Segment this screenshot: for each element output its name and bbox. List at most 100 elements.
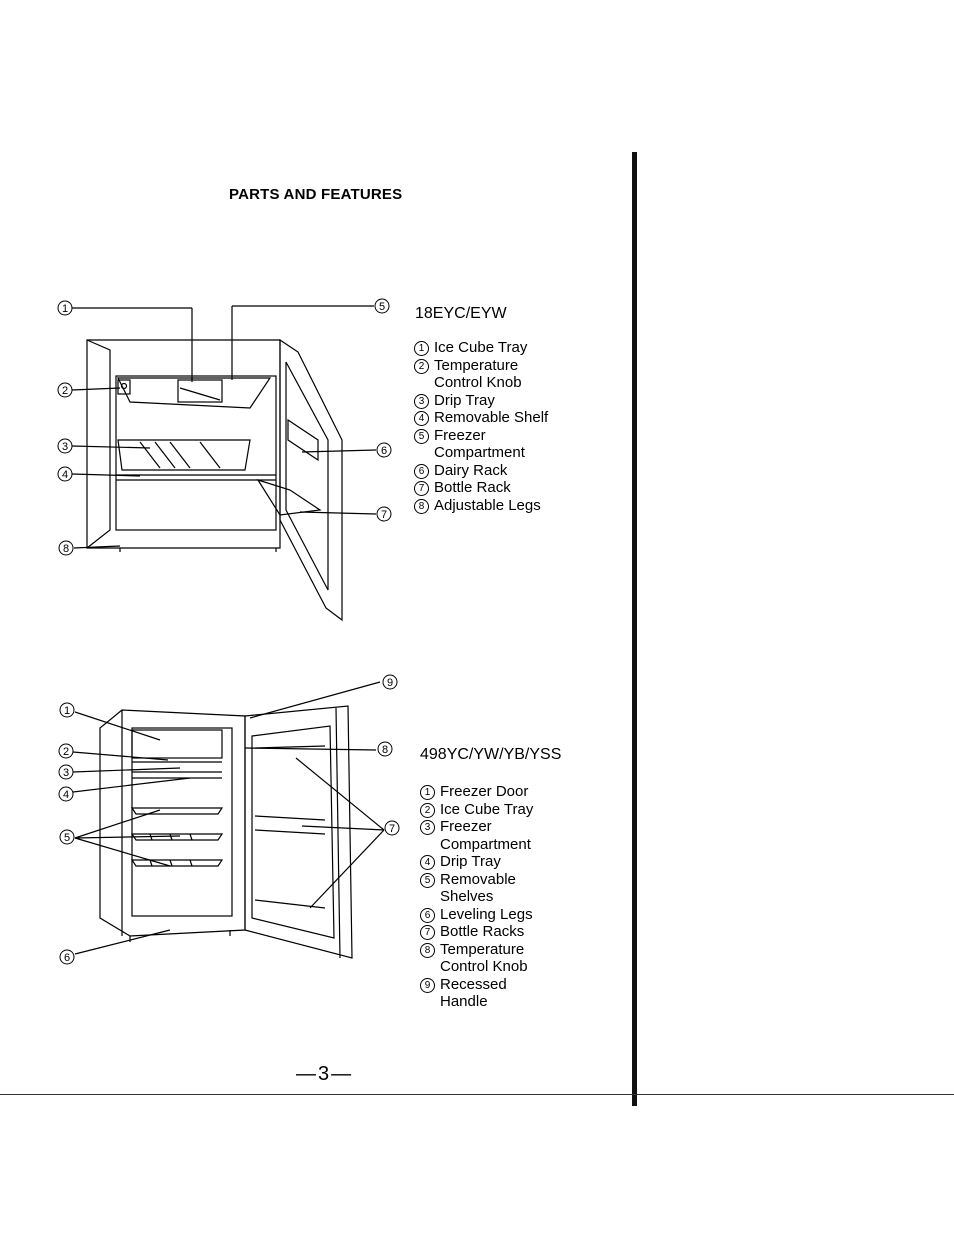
part-item: 8 Temperature Control Knob — [420, 941, 533, 976]
callout-b-9: 9 — [382, 674, 398, 690]
svg-text:5: 5 — [379, 301, 385, 313]
part-label: Bottle Racks — [440, 923, 525, 940]
part-label: Dairy Rack — [434, 461, 508, 479]
part-number: 5 — [420, 872, 435, 888]
model-b-parts-list: 1 Freezer Door 2 Ice Cube Tray 3 Freezer Comp… — [420, 783, 533, 1011]
part-item: 6 Dairy Rack — [414, 462, 548, 480]
svg-text:7: 7 — [389, 823, 395, 835]
part-item: 9 Recessed Handle — [420, 976, 533, 1011]
column-divider — [632, 152, 637, 1106]
part-label: Drip Tray — [440, 853, 501, 870]
part-number: 3 — [414, 393, 429, 409]
part-number: 2 — [420, 802, 435, 818]
part-item: 4 Drip Tray — [420, 853, 533, 871]
callout-b-6: 6 — [59, 949, 75, 965]
callout-b-2: 2 — [58, 743, 74, 759]
part-number: 7 — [414, 481, 429, 496]
part-number: 4 — [420, 855, 435, 870]
model-b-name: 498YC/YW/YB/YSS — [420, 746, 562, 763]
callout-b-8: 8 — [377, 741, 393, 757]
page-title: PARTS AND FEATURES — [229, 186, 403, 203]
part-label: Freezer Door — [440, 783, 529, 800]
part-number: 5 — [414, 428, 429, 444]
bottom-rule — [0, 1094, 954, 1095]
part-label: Temperature Control Knob — [434, 356, 522, 392]
svg-text:6: 6 — [381, 445, 387, 457]
part-item: 1 Freezer Door — [420, 783, 533, 801]
part-label: Leveling Legs — [440, 905, 533, 923]
part-item: 8 Adjustable Legs — [414, 497, 548, 515]
part-item: 4 Removable Shelf — [414, 409, 548, 427]
model-a-name: 18EYC/EYW — [415, 305, 507, 322]
part-label: Removable Shelf — [434, 409, 549, 426]
callout-a-1: 1 — [57, 300, 73, 316]
part-label: Recessed Handle — [440, 975, 507, 1011]
svg-text:8: 8 — [382, 744, 388, 756]
cabinet-outline — [86, 339, 281, 549]
svg-text:2: 2 — [62, 385, 68, 397]
svg-text:5: 5 — [64, 832, 70, 844]
svg-text:3: 3 — [62, 441, 68, 453]
part-number: 8 — [420, 942, 435, 958]
callout-b-1: 1 — [59, 702, 75, 718]
svg-text:6: 6 — [64, 952, 70, 964]
interior-outline — [115, 375, 277, 531]
door-outline — [279, 338, 343, 622]
svg-text:1: 1 — [64, 705, 70, 717]
part-number: 4 — [414, 411, 429, 426]
callout-a-6: 6 — [376, 442, 392, 458]
fridge-diagram-498yc: 1 2 3 4 5 6 7 8 9 — [58, 674, 400, 965]
callout-a-3: 3 — [57, 438, 73, 454]
part-number: 2 — [414, 358, 429, 374]
callout-b-4: 4 — [58, 786, 74, 802]
part-item: 5 Freezer Compartment — [414, 427, 548, 462]
callout-b-7: 7 — [384, 820, 400, 836]
svg-text:4: 4 — [62, 469, 68, 481]
part-item: 5 Removable Shelves — [420, 871, 533, 906]
svg-text:2: 2 — [63, 746, 69, 758]
part-number: 1 — [414, 341, 429, 356]
part-label: Adjustable Legs — [434, 496, 541, 514]
part-item: 7 Bottle Racks — [420, 923, 533, 941]
callout-b-3: 3 — [58, 764, 74, 780]
callout-a-5: 5 — [374, 298, 390, 314]
svg-text:7: 7 — [381, 509, 387, 521]
svg-text:1: 1 — [62, 303, 68, 315]
part-label: Removable Shelves — [440, 870, 516, 906]
part-number: 1 — [420, 785, 435, 800]
interior-outline — [131, 727, 233, 917]
part-label: Freezer Compartment — [434, 426, 525, 462]
callout-b-5: 5 — [59, 829, 75, 845]
callout-a-7: 7 — [376, 506, 392, 522]
part-label: Bottle Rack — [434, 479, 511, 496]
svg-text:9: 9 — [387, 677, 393, 689]
part-item: 2 Temperature Control Knob — [414, 357, 548, 392]
part-number: 3 — [420, 820, 435, 835]
part-item: 7 Bottle Rack — [414, 479, 548, 497]
part-label: Temperature Control Knob — [440, 940, 528, 976]
page-number: —3— — [296, 1063, 354, 1085]
part-label: Ice Cube Tray — [440, 800, 534, 818]
part-label: Drip Tray — [434, 391, 495, 409]
part-number: 6 — [420, 907, 435, 923]
svg-text:4: 4 — [63, 789, 69, 801]
callout-a-8: 8 — [58, 540, 74, 556]
part-number: 6 — [414, 463, 429, 479]
part-item: 3 Freezer Compartment — [420, 818, 533, 853]
callout-a-4: 4 — [57, 466, 73, 482]
part-label: Freezer Compartment — [440, 818, 531, 853]
part-item: 3 Drip Tray — [414, 392, 548, 410]
ice-tray-shape — [177, 379, 223, 403]
svg-text:8: 8 — [63, 543, 69, 555]
svg-text:3: 3 — [63, 767, 69, 779]
part-item: 6 Leveling Legs — [420, 906, 533, 924]
fridge-diagram-18eyc: 1 5 2 3 4 6 7 8 — [57, 298, 392, 622]
callout-a-2: 2 — [57, 382, 73, 398]
door-outline — [244, 705, 353, 959]
part-item: 2 Ice Cube Tray — [420, 801, 533, 819]
part-number: 7 — [420, 925, 435, 940]
part-number: 9 — [420, 977, 435, 993]
part-number: 8 — [414, 498, 429, 514]
